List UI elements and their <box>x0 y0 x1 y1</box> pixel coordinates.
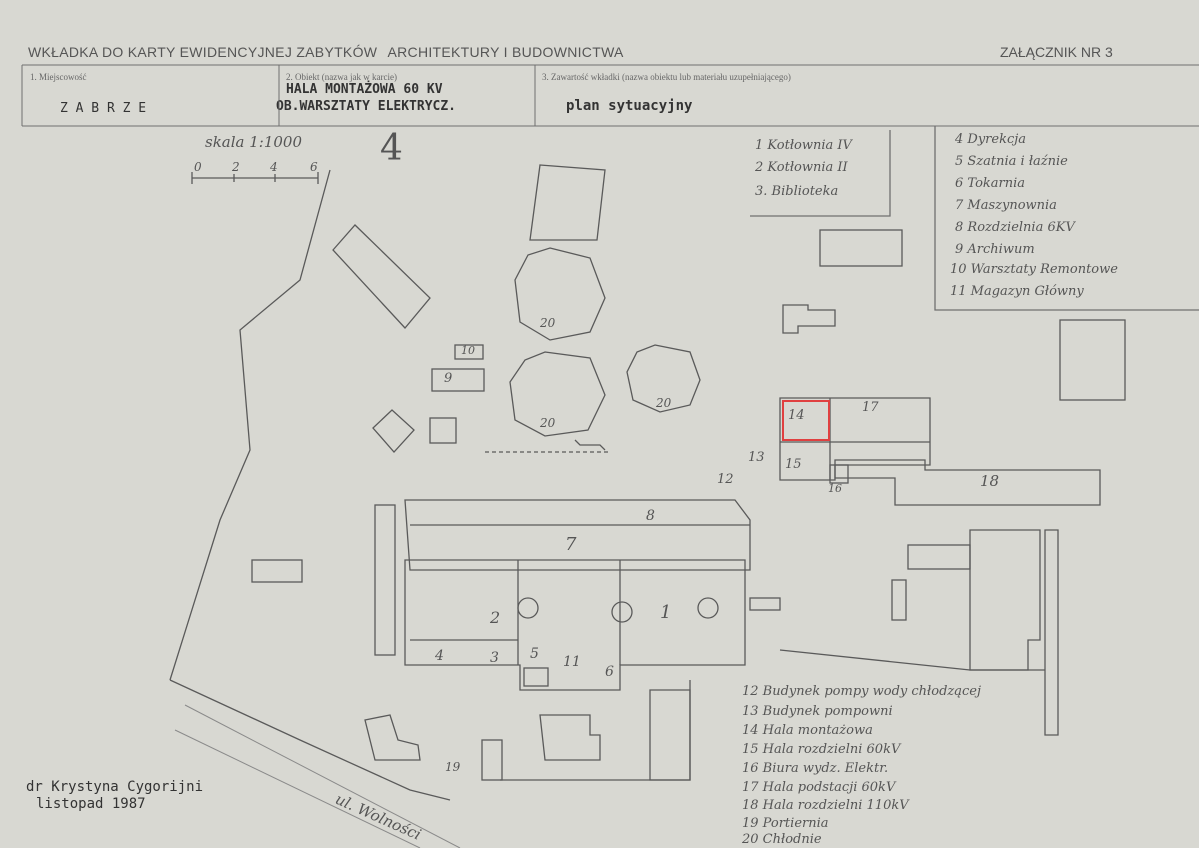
scale-tick-6: 6 <box>310 160 318 174</box>
legend-item-19: 19 Portiernia <box>742 816 829 831</box>
map-label-17: 17 <box>862 400 879 415</box>
legend-item-18: 18 Hala rozdzielni 110kV <box>742 798 909 813</box>
scale-bar <box>191 172 319 184</box>
legend-item-15: 15 Hala rozdzielni 60kV <box>742 742 901 757</box>
field-1-label: 1. Miejscowość <box>30 72 87 82</box>
legend-item-4: 4 Dyrekcja <box>955 132 1027 147</box>
scale-tick-2: 2 <box>232 160 240 174</box>
map-label-2: 2 <box>490 608 501 627</box>
card-title-part2: ARCHITEKTURY I BUDOWNICTWA <box>387 44 624 60</box>
legend-item-7: 7 Maszynownia <box>955 198 1057 213</box>
map-label-19: 19 <box>445 760 461 774</box>
map-label-13: 13 <box>748 450 765 465</box>
sheet-number: 4 <box>380 128 403 169</box>
form-frame <box>21 64 1199 127</box>
legend-item-13: 13 Budynek pompowni <box>742 704 893 719</box>
map-label-12: 12 <box>717 472 734 487</box>
legend-frames <box>750 126 1199 311</box>
scale-tick-0: 0 <box>194 160 202 174</box>
map-label-18: 18 <box>980 472 1000 490</box>
map-label-20-b: 20 <box>540 416 556 430</box>
legend-item-16: 16 Biura wydz. Elektr. <box>742 761 889 776</box>
legend-item-3: 3. Biblioteka <box>755 184 839 199</box>
map-label-6: 6 <box>605 664 614 680</box>
legend-item-17: 17 Hala podstacji 60kV <box>742 780 896 795</box>
map-label-3: 3 <box>490 650 499 666</box>
map-label-14: 14 <box>788 408 805 423</box>
field-2-value-line2: OB.WARSZTATY ELEKTRYCZ. <box>276 99 457 114</box>
legend-item-1: 1 Kotłownia IV <box>755 138 852 153</box>
legend-item-12: 12 Budynek pompy wody chłodzącej <box>742 684 981 699</box>
map-label-16: 16 <box>828 482 842 495</box>
legend-item-8: 8 Rozdzielnia 6KV <box>955 220 1075 235</box>
card-title: WKŁADKA DO KARTY EWIDENCYJNEJ ZABYTKÓW A… <box>28 44 624 60</box>
street <box>174 704 461 848</box>
site-boundary <box>169 169 691 801</box>
legend-item-14: 14 Hala montażowa <box>742 723 873 738</box>
highlight-building-14 <box>782 400 830 441</box>
map-label-9: 9 <box>444 371 453 386</box>
legend-item-5: 5 Szatnia i łaźnie <box>955 154 1068 169</box>
legend-item-6: 6 Tokarnia <box>955 176 1026 191</box>
scale-tick-4: 4 <box>270 160 278 174</box>
map-label-10: 10 <box>461 344 475 357</box>
field-3-label: 3. Zawartość wkładki (nazwa obiektu lub … <box>542 72 791 82</box>
legend-item-9: 9 Archiwum <box>955 242 1035 257</box>
map-label-11: 11 <box>563 654 581 670</box>
author-date: listopad 1987 <box>36 796 146 812</box>
author-name: dr Krystyna Cygorijni <box>26 779 204 795</box>
map-label-8: 8 <box>646 508 655 524</box>
map-label-5: 5 <box>530 646 539 662</box>
field-2-value-line1: HALA MONTAŻOWA 60 KV <box>286 82 443 97</box>
field-3-value: plan sytuacyjny <box>566 98 693 114</box>
buildings <box>251 164 1126 781</box>
field-2-label: 2. Obiekt (nazwa jak w karcie) <box>286 72 397 82</box>
field-1-value: Z A B R Z E <box>60 101 147 116</box>
map-label-4: 4 <box>435 648 444 664</box>
map-label-7: 7 <box>565 534 577 555</box>
legend-item-20: 20 Chłodnie <box>742 832 822 847</box>
legend-item-11: 11 Magazyn Główny <box>950 284 1084 299</box>
legend-item-10: 10 Warsztaty Remontowe <box>950 262 1118 277</box>
map-label-1: 1 <box>660 602 672 623</box>
annex-number: ZAŁĄCZNIK NR 3 <box>1000 44 1113 60</box>
scale-label: skala 1:1000 <box>205 133 303 151</box>
map-label-20-a: 20 <box>540 316 556 330</box>
card-title-part1: WKŁADKA DO KARTY EWIDENCYJNEJ ZABYTKÓW <box>28 44 378 60</box>
map-label-20-c: 20 <box>656 396 672 410</box>
map-label-15: 15 <box>785 457 802 472</box>
legend-item-2: 2 Kotłownia II <box>755 160 848 175</box>
